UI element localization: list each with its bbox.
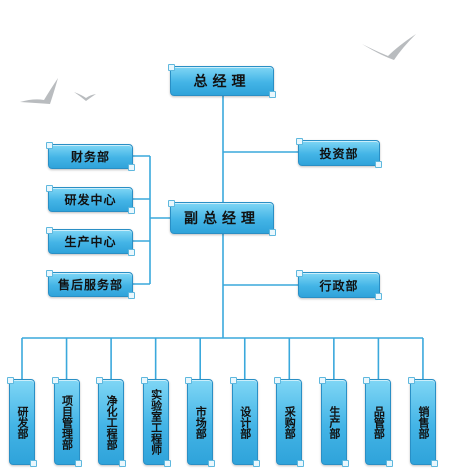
node-bottom-dept: 品管部 xyxy=(363,377,394,467)
node-bottom-dept: 采购部 xyxy=(274,377,305,467)
connector-drops xyxy=(21,338,424,379)
node-admin-dept: 行政部 xyxy=(296,270,382,300)
node-bottom-dept-label: 项目管理部 xyxy=(60,394,74,450)
node-bottom-dept-label: 品管部 xyxy=(372,405,386,439)
node-investment-dept: 投资部 xyxy=(296,138,382,168)
node-bottom-dept: 项目管理部 xyxy=(51,377,82,467)
node-general-manager-label: 总经理 xyxy=(193,74,251,90)
node-production-center-label: 生产中心 xyxy=(64,235,117,249)
node-general-manager: 总经理 xyxy=(168,64,276,98)
node-bottom-dept-label: 生产部 xyxy=(327,405,341,439)
node-finance-dept-label: 财务部 xyxy=(70,150,110,164)
node-after-sales-dept: 售后服务部 xyxy=(46,270,135,299)
node-bottom-dept: 净化工程部 xyxy=(96,377,127,467)
node-bottom-dept-label: 实验室工程师 xyxy=(149,389,163,455)
node-bottom-dept-label: 市场部 xyxy=(194,405,208,439)
node-bottom-dept-label: 净化工程部 xyxy=(105,394,119,450)
node-bottom-dept-label: 采购部 xyxy=(283,405,297,439)
node-deputy-general-manager-label: 副总经理 xyxy=(184,211,260,227)
node-bottom-dept: 生产部 xyxy=(318,377,349,467)
node-bottom-dept: 设计部 xyxy=(229,377,260,467)
node-bottom-dept: 实验室工程师 xyxy=(140,377,171,467)
node-production-center: 生产中心 xyxy=(46,227,135,256)
node-rd-center: 研发中心 xyxy=(46,185,135,214)
seagull-icon xyxy=(362,34,416,60)
node-bottom-dept-label: 研发部 xyxy=(16,405,29,439)
node-rd-center-label: 研发中心 xyxy=(64,193,117,207)
node-bottom-dept: 销售部 xyxy=(407,377,438,467)
node-admin-dept-label: 行政部 xyxy=(319,278,359,293)
seagull-icon xyxy=(74,92,96,101)
node-bottom-dept-label: 销售部 xyxy=(416,405,430,439)
node-finance-dept: 财务部 xyxy=(46,142,135,171)
node-investment-dept-label: 投资部 xyxy=(319,146,359,161)
seagull-icon xyxy=(20,78,58,104)
node-bottom-dept-label: 设计部 xyxy=(238,405,252,439)
node-bottom-dept: 市场部 xyxy=(185,377,216,467)
node-deputy-general-manager: 副总经理 xyxy=(168,200,276,236)
node-bottom-dept: 研发部 xyxy=(7,377,37,467)
node-after-sales-dept-label: 售后服务部 xyxy=(57,278,123,292)
